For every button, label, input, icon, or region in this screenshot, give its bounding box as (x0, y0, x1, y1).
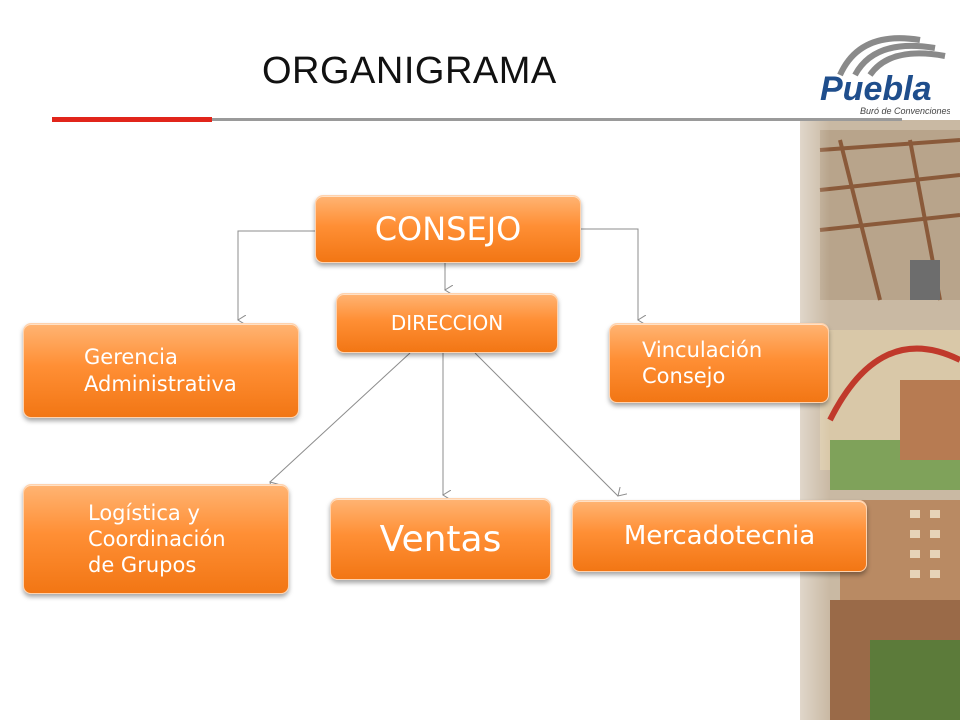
edge-consejo-vinculacion (580, 228, 638, 320)
node-logistica-label: Logística y Coordinación de Grupos (88, 500, 226, 578)
edge-consejo-gerencia (238, 230, 315, 320)
node-direccion: DIRECCION (336, 293, 558, 353)
title-rule (212, 118, 902, 121)
title-rule-accent (52, 117, 212, 122)
node-vinculacion: Vinculación Consejo (609, 323, 829, 403)
node-vinculacion-label: Vinculación Consejo (642, 337, 763, 388)
node-mercadotecnia: Mercadotecnia (572, 500, 867, 572)
node-ventas: Ventas (330, 498, 551, 580)
logo-brand: Puebla (820, 70, 931, 108)
node-gerencia: Gerencia Administrativa (23, 323, 299, 418)
node-logistica: Logística y Coordinación de Grupos (23, 484, 289, 594)
node-ventas-label: Ventas (379, 518, 502, 560)
edge-direccion-mercadotecnia (474, 352, 618, 496)
node-mercadotecnia-label: Mercadotecnia (623, 520, 816, 551)
node-gerencia-label: Gerencia Administrativa (84, 345, 237, 396)
page-title: ORGANIGRAMA (262, 50, 557, 92)
edge-direccion-logistica (270, 352, 411, 482)
node-consejo-label: CONSEJO (374, 210, 522, 248)
node-direccion-label: DIRECCION (390, 310, 504, 335)
puebla-logo: Puebla Buró de Convenciones (820, 35, 950, 116)
logo-tagline: Buró de Convenciones (860, 106, 950, 116)
node-consejo: CONSEJO (315, 195, 581, 263)
